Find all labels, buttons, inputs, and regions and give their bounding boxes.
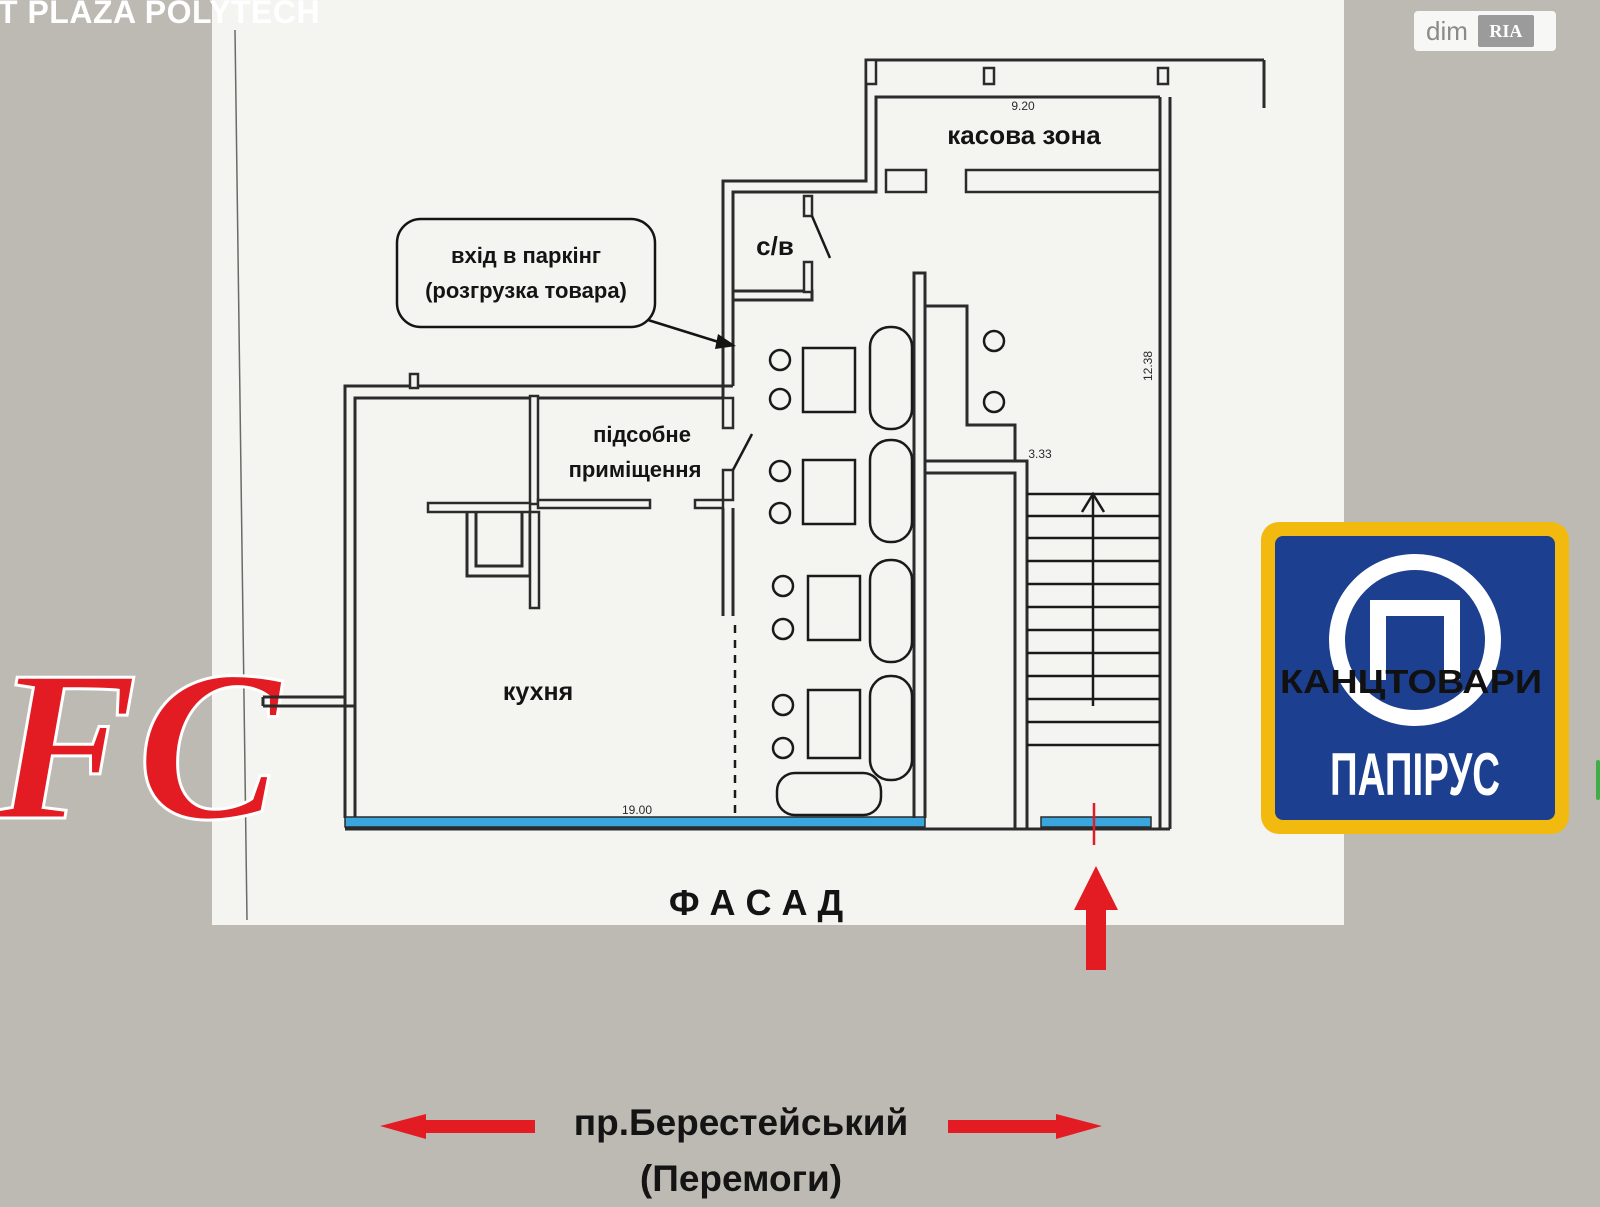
street-arrow-right (948, 1114, 1102, 1139)
papirus-logo-bottom-text: ПАПІРУС (1330, 741, 1500, 808)
stair-block (912, 271, 1160, 829)
seating-tables (768, 325, 1006, 817)
cashier-zone: касова зона (884, 120, 1162, 194)
watermark-badge: dim RIA (1414, 11, 1556, 51)
facade-label: Ф А С А Д (669, 882, 843, 923)
interior-partitions (426, 394, 754, 818)
stairs (1027, 491, 1160, 747)
wc-room: с/в (733, 194, 832, 302)
papirus-logo: КАНЦТОВАРИ ПАПІРУС (1261, 522, 1569, 834)
watermark-text: dim (1426, 15, 1468, 46)
facade-glazing-left (344, 816, 926, 828)
papirus-logo-top-text: КАНЦТОВАРИ (1280, 663, 1542, 700)
paper-fold-line (234, 29, 248, 921)
entrance-arrow (1074, 866, 1118, 970)
room-label-cashier: касова зона (947, 120, 1101, 150)
kfc-logo: FC (0, 625, 285, 867)
street-name: пр.Берестейський (Перемоги) (0, 1095, 1482, 1207)
room-label-utility-1: підсобне (593, 422, 691, 447)
kfc-logo-text: FC (0, 626, 283, 865)
parking-callout: вхід в паркінг (розгрузка товара) (395, 217, 736, 349)
ria-logo-icon: RIA (1477, 15, 1534, 47)
dimension-stair: 3.33 (1028, 447, 1052, 461)
plan-paper (212, 0, 1344, 925)
room-label-utility-2: приміщення (569, 457, 702, 482)
building-title: T PLAZA POLYTECH (0, 0, 321, 30)
parking-callout-line2: (розгрузка товара) (425, 278, 627, 303)
street-name-line2: (Перемоги) (639, 1158, 843, 1199)
dimension-bottom: 19.00 (622, 803, 652, 817)
dimension-top: 9.20 (1011, 99, 1035, 113)
street-name-line1: пр.Берестейський (573, 1102, 909, 1143)
outer-walls (261, 58, 1266, 831)
room-label-wc: с/в (756, 231, 794, 261)
dimension-right: 12.38 (1141, 351, 1155, 381)
parking-callout-line1: вхід в паркінг (451, 243, 601, 268)
facade-glazing-right (1040, 816, 1152, 828)
street-arrow-left (380, 1114, 535, 1139)
room-label-kitchen: кухня (503, 678, 573, 706)
